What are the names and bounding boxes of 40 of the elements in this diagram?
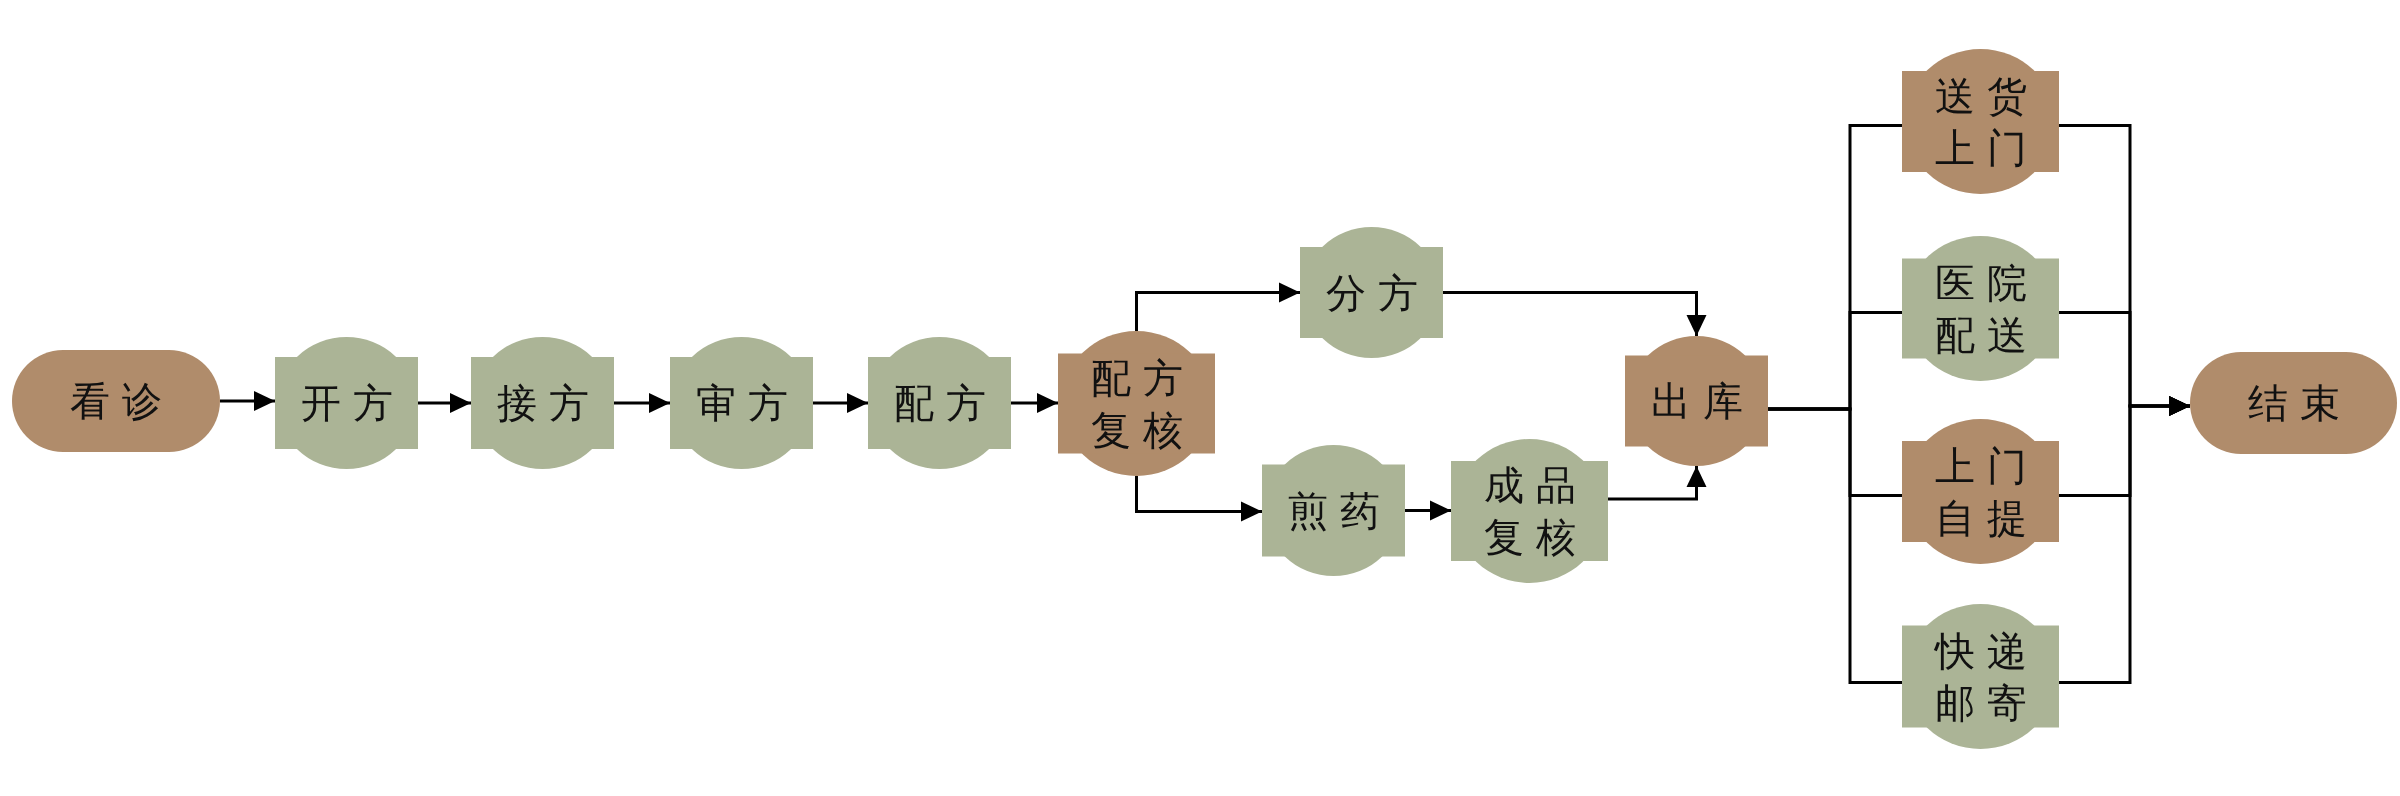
- arrow: [418, 393, 471, 413]
- process-node: [1262, 445, 1405, 576]
- process-node: [1058, 331, 1215, 476]
- arrow: [1405, 500, 1451, 521]
- arrow: [1135, 282, 1300, 331]
- arrow: [2059, 396, 2190, 684]
- node-label: 出库: [1649, 377, 1756, 426]
- arrow: [1443, 291, 1707, 336]
- arrow: [813, 393, 868, 413]
- arrow: [1011, 393, 1058, 413]
- arrow: [1608, 466, 1707, 501]
- process-node: [868, 337, 1011, 469]
- connector-line: [1768, 407, 1902, 684]
- process-node: [1451, 439, 1608, 583]
- process-node: [1902, 419, 2059, 564]
- node-label: 看诊: [69, 377, 175, 426]
- node-label: 审方: [694, 379, 801, 428]
- node-label: 结束: [2246, 379, 2353, 428]
- node-label: 送货上门: [1933, 71, 2040, 173]
- node-label: 上门自提: [1933, 441, 2040, 543]
- process-node: [670, 337, 813, 469]
- process-node: [471, 337, 614, 469]
- process-node: [1902, 236, 2059, 381]
- process-node: [1902, 604, 2059, 749]
- node-label: 分方: [1324, 268, 1431, 318]
- process-node: [1300, 227, 1443, 358]
- node-label: 快递邮寄: [1933, 626, 2040, 728]
- node-label: 配方复核: [1089, 353, 1196, 455]
- node-label: 接方: [495, 379, 602, 428]
- process-node: [1625, 336, 1768, 466]
- arrow: [220, 391, 275, 411]
- node-label: 煎药: [1286, 486, 1393, 536]
- process-node: [1902, 49, 2059, 194]
- node-label: 医院配送: [1933, 258, 2040, 360]
- arrow: [614, 393, 670, 413]
- node-label: 配方: [892, 379, 999, 428]
- arrow: [1135, 476, 1262, 522]
- node-label: 成品复核: [1482, 461, 1589, 562]
- process-node: [275, 337, 418, 469]
- node-label: 开方: [299, 379, 406, 428]
